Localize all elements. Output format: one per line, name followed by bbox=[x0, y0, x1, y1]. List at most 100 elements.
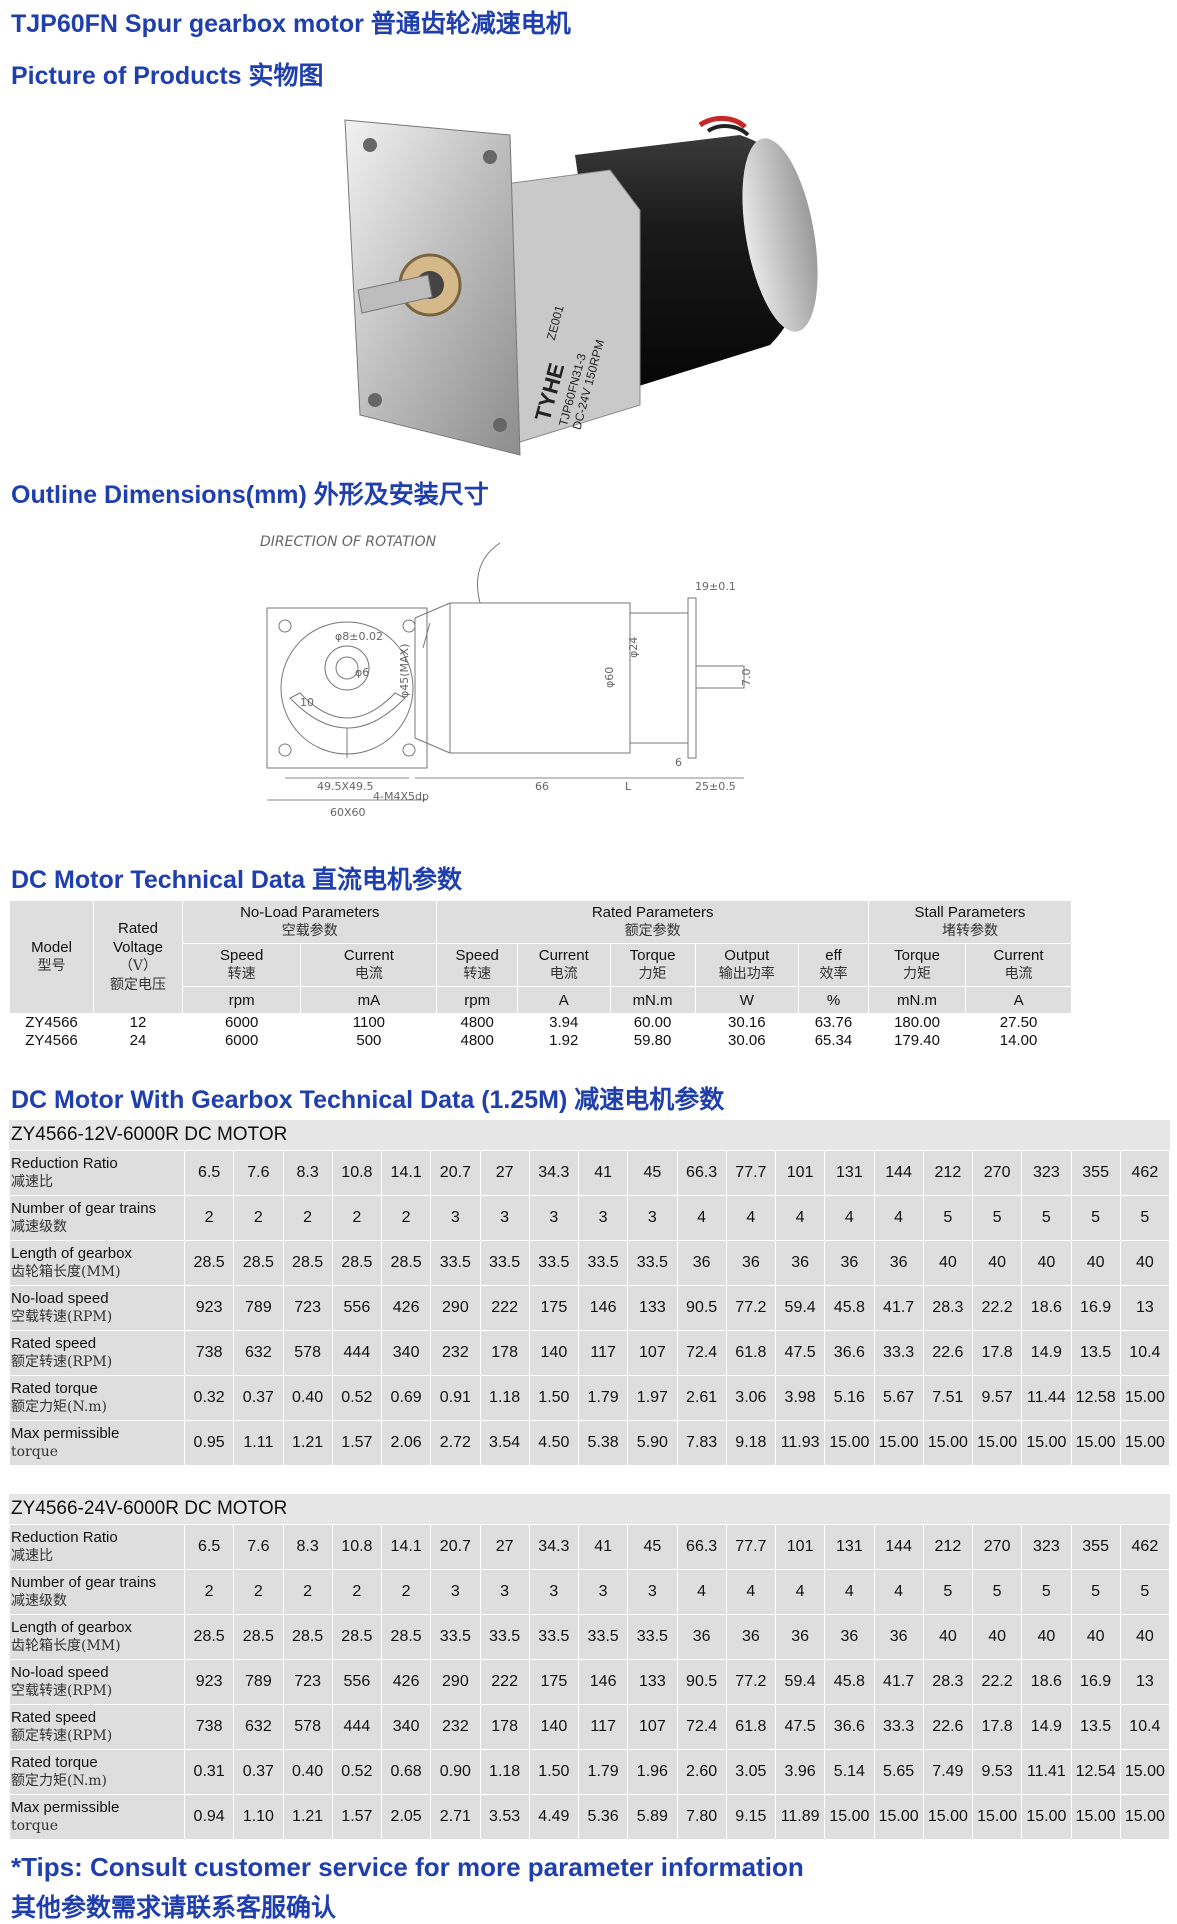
table-cell: 40 bbox=[1119, 1240, 1171, 1286]
table-cell: 1.18 bbox=[479, 1749, 530, 1795]
table-cell: 789 bbox=[233, 1659, 284, 1705]
table-cell: 14.1 bbox=[380, 1524, 432, 1570]
table-cell: 10.4 bbox=[1119, 1330, 1171, 1376]
table-cell: 24 bbox=[93, 1031, 183, 1050]
table-cell: 5 bbox=[1119, 1569, 1171, 1615]
table-cell: 3.96 bbox=[774, 1749, 826, 1795]
table-cell: 13 bbox=[1119, 1659, 1171, 1705]
spec-col-unit: rpm bbox=[181, 986, 302, 1014]
table-cell: 28.5 bbox=[282, 1240, 333, 1286]
table-cell: 36 bbox=[774, 1240, 826, 1286]
section-heading-pictures: Picture of Products 实物图 bbox=[11, 62, 324, 90]
table-cell: 16.9 bbox=[1070, 1285, 1121, 1331]
table-cell: 2 bbox=[282, 1195, 333, 1241]
table-cell: 578 bbox=[282, 1704, 333, 1750]
table-cell: 1.11 bbox=[233, 1420, 284, 1466]
table-cell: 222 bbox=[479, 1285, 530, 1331]
table-cell: 36 bbox=[774, 1614, 826, 1660]
table-cell: 33.5 bbox=[430, 1614, 481, 1660]
table-cell: 4 bbox=[873, 1569, 924, 1615]
table-cell: 20.7 bbox=[430, 1524, 481, 1570]
table-cell: 0.94 bbox=[183, 1794, 235, 1840]
table-cell: 41.7 bbox=[873, 1285, 924, 1331]
table-cell: 578 bbox=[282, 1330, 333, 1376]
dim-shaft: φ6 bbox=[355, 666, 369, 679]
table-cell: 3.53 bbox=[479, 1794, 530, 1840]
table-cell: 5.89 bbox=[627, 1794, 678, 1840]
table-cell: 0.40 bbox=[282, 1749, 333, 1795]
table-cell: 41.7 bbox=[873, 1659, 924, 1705]
table-cell: 11.93 bbox=[774, 1420, 826, 1466]
table-cell: 77.2 bbox=[725, 1285, 777, 1331]
table-cell: 146 bbox=[577, 1659, 629, 1705]
table-cell: 33.5 bbox=[430, 1240, 481, 1286]
table-cell: 2 bbox=[331, 1195, 383, 1241]
table-cell: 28.5 bbox=[183, 1240, 235, 1286]
table-cell: 556 bbox=[331, 1659, 383, 1705]
table-cell: 3 bbox=[627, 1569, 678, 1615]
dim-out-len: 25±0.5 bbox=[695, 780, 736, 793]
table-cell: 0.90 bbox=[430, 1749, 481, 1795]
table-cell: 15.00 bbox=[1070, 1420, 1121, 1466]
outline-drawing: DIRECTION OF ROTATION φ8±0.02 φ6 10 49.5… bbox=[260, 528, 753, 819]
table-cell: 12.58 bbox=[1070, 1375, 1121, 1421]
table-cell: 0.91 bbox=[430, 1375, 481, 1421]
table-cell: 22.2 bbox=[971, 1285, 1023, 1331]
table-cell: 5.14 bbox=[824, 1749, 875, 1795]
table-cell: 8.3 bbox=[282, 1150, 333, 1196]
table-cell: 33.5 bbox=[627, 1614, 678, 1660]
table-cell: 3.05 bbox=[725, 1749, 777, 1795]
table-cell: 2 bbox=[183, 1569, 235, 1615]
table-cell: 36 bbox=[725, 1240, 777, 1286]
table-cell: 7.80 bbox=[676, 1794, 727, 1840]
table-cell: 60.00 bbox=[609, 1013, 696, 1032]
table-cell: 20.7 bbox=[430, 1150, 481, 1196]
dim-bore: φ8±0.02 bbox=[335, 630, 383, 643]
table-cell: 13.5 bbox=[1070, 1704, 1121, 1750]
table-cell: 3 bbox=[528, 1569, 580, 1615]
table-cell: 16.9 bbox=[1070, 1659, 1121, 1705]
table-cell: ZY4566 bbox=[9, 1031, 94, 1050]
table-cell: 22.2 bbox=[971, 1659, 1023, 1705]
dim-flat: 7.0 bbox=[740, 669, 753, 687]
table-cell: 4 bbox=[824, 1569, 875, 1615]
table-cell: 33.5 bbox=[528, 1240, 580, 1286]
table-cell: 77.2 bbox=[725, 1659, 777, 1705]
table-cell: 4 bbox=[774, 1569, 826, 1615]
tips-text-cn: 其他参数需求请联系客服确认 bbox=[11, 1893, 337, 1922]
table-cell: 3 bbox=[479, 1195, 530, 1241]
motor-spec-table: Model 型号 Rated Voltage （V） 额定电压 No-Load … bbox=[9, 900, 1073, 1050]
table-cell: 426 bbox=[380, 1285, 432, 1331]
table-cell: 1.92 bbox=[516, 1031, 611, 1050]
table-cell: 33.5 bbox=[528, 1614, 580, 1660]
dim-shaft-len: 19±0.1 bbox=[695, 580, 736, 593]
spec-col-unit: A bbox=[516, 986, 611, 1014]
table-cell: 15.00 bbox=[873, 1420, 924, 1466]
table-cell: 28.5 bbox=[331, 1614, 383, 1660]
table-cell: 28.5 bbox=[331, 1240, 383, 1286]
table-cell: 11.89 bbox=[774, 1794, 826, 1840]
table-cell: 4800 bbox=[436, 1013, 518, 1032]
table-cell: 77.7 bbox=[725, 1150, 777, 1196]
table-cell: 3.98 bbox=[774, 1375, 826, 1421]
table-cell: ZY4566 bbox=[9, 1013, 94, 1032]
gearbox-12v-block: ZY4566-12V-6000R DC MOTOR Reduction Rati… bbox=[9, 1120, 1171, 1466]
table-cell: 18.6 bbox=[1021, 1285, 1072, 1331]
table-cell: 923 bbox=[183, 1659, 235, 1705]
table-cell: 444 bbox=[331, 1330, 383, 1376]
table-cell: 723 bbox=[282, 1659, 333, 1705]
gearbox-12v-title: ZY4566-12V-6000R DC MOTOR bbox=[9, 1120, 1170, 1150]
table-cell: 36 bbox=[873, 1240, 924, 1286]
